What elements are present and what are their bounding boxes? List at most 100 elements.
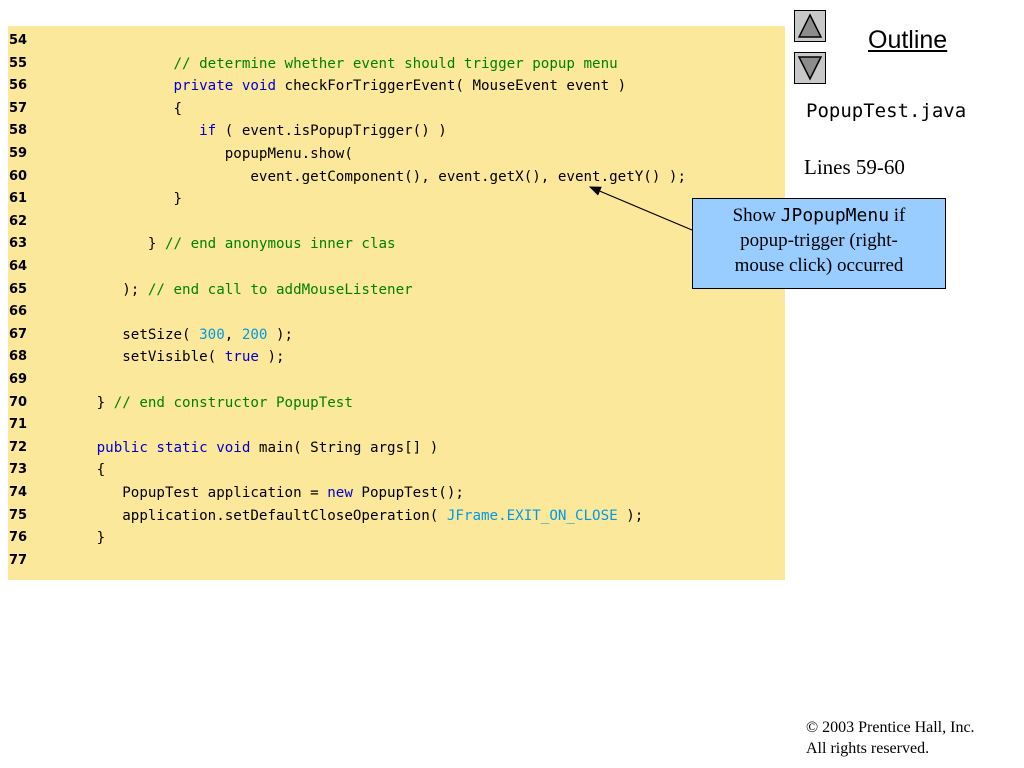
previous-slide-button[interactable] [794,10,826,42]
code-text: { [71,459,106,481]
code-token-number: 200 [241,326,268,343]
code-token-comment: // end anonymous inner clas [164,236,396,253]
code-token-number: 300 [199,326,225,343]
lines-reference: Lines 59-60 [804,155,905,179]
code-line: 77 [8,550,785,572]
code-token-keyword: static [156,439,208,456]
line-number: 68 [9,349,28,365]
callout-line-3: mouse click) occurred [734,255,904,276]
code-token-plain [71,56,174,72]
line-number: 69 [9,372,28,387]
code-text: } [71,188,182,210]
code-token-plain: event.getComponent(), event.getX(), even… [71,168,686,185]
line-number: 57 [9,100,28,116]
code-line: 67 setSize( 300, 200 ); [8,324,785,346]
line-number: 77 [9,552,28,568]
code-token-plain: ); [258,349,285,366]
code-text: PopupTest application = new PopupTest(); [71,482,464,504]
code-token-comment: // end call to addMouseListener [147,281,413,298]
code-line: 70 } // end constructor PopupTest [8,392,785,414]
outline-link[interactable]: Outline [868,26,948,54]
code-token-plain: popupMenu.show( [71,146,353,162]
code-line: 75 application.setDefaultCloseOperation(… [8,505,785,527]
line-number: 66 [9,304,28,320]
next-slide-button[interactable] [794,52,826,84]
code-line: 62 [8,211,785,233]
code-token-keyword: new [327,485,353,501]
code-token-plain [233,78,242,94]
code-text: if ( event.isPopupTrigger() ) [71,120,447,142]
callout-code: JPopupMenu [780,205,890,226]
line-number: 61 [9,191,28,207]
callout-box: Show JPopupMenu if popup-trigger (right-… [692,198,946,289]
code-token-plain: } [71,394,114,411]
code-token-keyword: void [216,439,251,456]
copyright-symbol: © [806,719,819,736]
code-token-const: JFrame.EXIT_ON_CLOSE [446,507,618,524]
code-text: { [71,98,182,120]
code-line: 72 public static void main( String args[… [8,437,785,459]
code-text: event.getComponent(), event.getX(), even… [71,166,686,188]
code-text: } // end constructor PopupTest [71,392,353,414]
code-line: 61 } [8,188,785,210]
code-token-keyword: void [241,78,277,95]
code-text: ); // end call to addMouseListener [71,279,413,301]
code-text: setSize( 300, 200 ); [71,324,293,346]
line-number: 75 [9,507,28,523]
code-line: 63 } // end anonymous inner clas [8,233,785,255]
code-line: 59 popupMenu.show( [8,143,785,165]
callout-prefix: Show [732,205,781,226]
code-line: 56 private void checkForTriggerEvent( Mo… [8,75,785,97]
code-token-plain: ( event.isPopupTrigger() ) [216,123,447,140]
down-triangle-icon [797,56,823,81]
code-token-plain: ); [267,326,294,343]
code-line: 66 [8,301,785,323]
copyright-line-1: 2003 Prentice Hall, Inc. [818,719,975,736]
code-line: 65 ); // end call to addMouseListener [8,279,785,301]
code-token-plain: setSize( [71,326,200,343]
code-token-keyword: private [173,78,234,95]
line-number: 71 [9,417,28,433]
code-text: } // end anonymous inner clas [71,233,396,255]
code-line: 74 PopupTest application = new PopupTest… [8,482,785,504]
line-number: 72 [9,439,28,455]
code-token-plain: PopupTest application = [71,485,328,501]
code-token-plain [71,78,174,94]
code-text: popupMenu.show( [71,143,353,165]
code-token-plain: application.setDefaultCloseOperation( [71,507,447,524]
line-number: 74 [9,485,28,500]
code-line: 55 // determine whether event should tri… [8,53,785,75]
code-token-plain [208,440,217,456]
code-token-plain: } [71,191,183,208]
callout-line-2: popup-trigger (right- [740,230,898,251]
line-number: 55 [9,55,28,71]
up-triangle-icon [797,13,823,38]
copyright-line-2: All rights reserved. [806,740,930,757]
code-token-keyword: true [224,349,259,366]
code-token-plain: { [71,100,183,117]
line-number: 58 [9,123,28,139]
code-line: 71 [8,414,785,436]
code-text: } [71,527,106,549]
code-text: public static void main( String args[] ) [71,437,439,459]
copyright-notice: © 2003 Prentice Hall, Inc. All rights re… [806,717,975,759]
code-line: 60 event.getComponent(), event.getX(), e… [8,166,785,188]
line-number: 67 [9,326,28,342]
code-token-plain: main( String args[] ) [250,439,439,456]
callout-suffix: if [889,205,906,226]
code-token-plain: ); [617,507,644,524]
code-token-plain: , [224,326,242,343]
line-number: 54 [9,33,28,48]
code-token-plain: { [71,462,106,479]
line-number: 76 [9,530,28,546]
code-line: 64 [8,256,785,278]
code-token-comment: // end constructor PopupTest [113,394,353,411]
code-line: 54 [8,30,785,52]
line-number: 63 [9,236,28,252]
line-number: 65 [9,281,28,297]
line-number: 59 [9,146,28,161]
code-token-plain: } [71,530,106,547]
code-text: private void checkForTriggerEvent( Mouse… [71,75,627,97]
code-token-keyword: public [96,439,148,456]
code-token-plain: PopupTest(); [352,485,464,501]
